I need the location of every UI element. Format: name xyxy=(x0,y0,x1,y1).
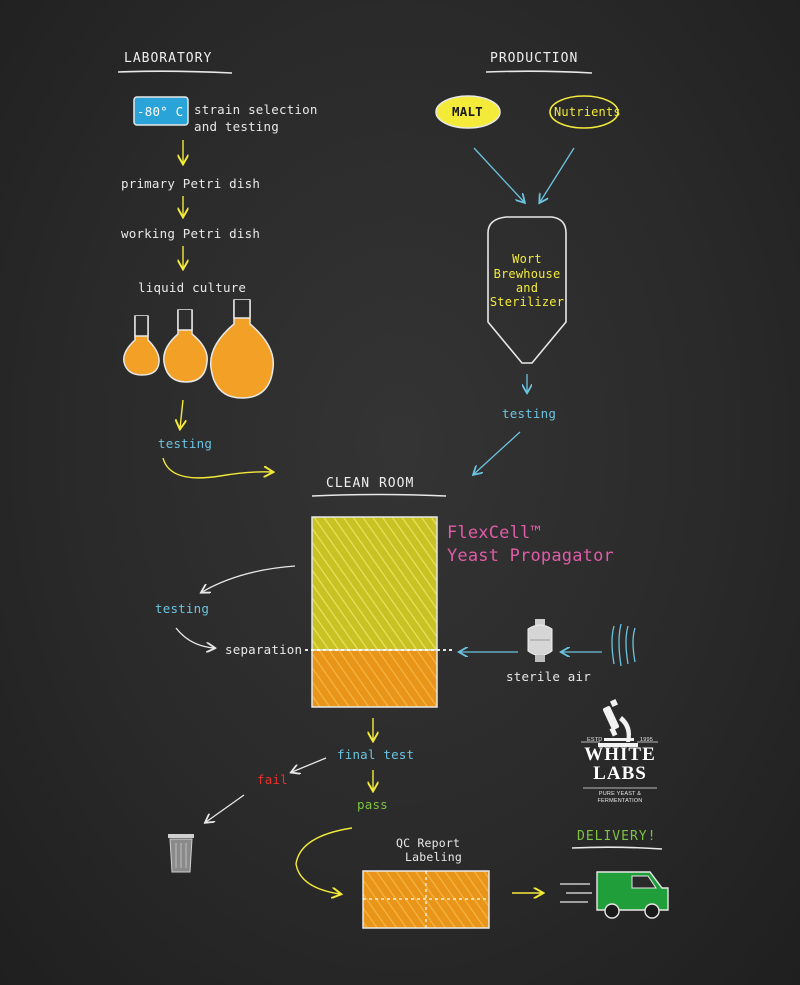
malt-oval xyxy=(435,95,501,129)
laboratory-underline xyxy=(117,70,233,74)
liquid-culture-label: liquid culture xyxy=(138,280,247,295)
malt-label: MALT xyxy=(452,104,483,119)
brewhouse-tank xyxy=(487,216,567,364)
production-underline xyxy=(485,70,593,74)
delivery-underline xyxy=(571,846,663,850)
labeling-label: Labeling xyxy=(405,850,462,864)
logo-estd: ESTD xyxy=(587,737,603,743)
separation-label: separation xyxy=(225,642,303,657)
arrow-testing-to-separation xyxy=(175,627,214,648)
freezer-temperature: -80° C xyxy=(137,104,184,119)
arrow-prod-testing-to-cleanroom xyxy=(474,431,521,474)
logo-white: WHITE xyxy=(584,744,656,765)
sterile-air-label: sterile air xyxy=(506,669,591,684)
cleanroom-testing-label: testing xyxy=(155,601,210,616)
qc-report-label: QC Report xyxy=(396,836,461,850)
propagator-base-section xyxy=(311,649,438,708)
microscope-icon xyxy=(598,699,638,747)
air-filter-icon xyxy=(527,619,553,662)
final-test-label: final test xyxy=(337,747,415,762)
arrow-pass-to-packaging xyxy=(295,827,353,894)
flask-small xyxy=(122,315,160,376)
arrow-flasks-to-testing xyxy=(180,399,183,428)
arrow-malt-to-tank xyxy=(473,147,524,202)
flask-large xyxy=(209,299,275,399)
tank-label-line4: Sterilizer xyxy=(489,295,565,309)
working-petri-dish-label: working Petri dish xyxy=(121,226,261,241)
airflow-icon xyxy=(611,623,636,667)
propagator-yeast-section xyxy=(311,516,438,651)
logo-year: 1995 xyxy=(640,737,654,743)
tank-label-line2: Brewhouse xyxy=(493,267,561,281)
arrow-nutrients-to-tank xyxy=(540,147,575,202)
strain-selection-line1: strain selection xyxy=(194,102,318,117)
logo-tagline2: FERMENTATION xyxy=(597,798,643,804)
logo-tagline1: PURE YEAST & xyxy=(598,791,642,797)
primary-petri-dish-label: primary Petri dish xyxy=(121,176,261,191)
tank-label-line1: Wort xyxy=(512,252,542,266)
strain-selection-line2: and testing xyxy=(194,119,279,134)
tank-label-line3: and xyxy=(515,281,539,295)
arrow-fail-to-trash xyxy=(206,794,245,822)
fail-label: fail xyxy=(257,772,288,787)
clean-room-heading: CLEAN ROOM xyxy=(326,476,415,491)
laboratory-heading: LABORATORY xyxy=(124,51,213,66)
pass-label: pass xyxy=(357,797,388,812)
propagator-title-line2: Yeast Propagator xyxy=(447,546,614,566)
nutrients-label: Nutrients xyxy=(554,105,621,119)
delivery-heading: DELIVERY! xyxy=(577,829,657,844)
production-heading: PRODUCTION xyxy=(490,51,579,66)
delivery-truck-icon xyxy=(560,871,669,919)
flask-medium xyxy=(163,309,208,383)
clean-room-underline xyxy=(311,493,447,497)
production-testing-label: testing xyxy=(502,406,557,421)
propagator-title-line1: FlexCell™ xyxy=(447,523,541,543)
arrow-final-test-to-fail xyxy=(292,757,327,772)
arrow-propagator-to-testing xyxy=(202,565,296,592)
lab-testing-label: testing xyxy=(158,436,213,451)
arrow-lab-testing-to-cleanroom xyxy=(162,457,272,479)
trash-can-icon xyxy=(168,834,194,873)
freezer-badge xyxy=(133,96,189,126)
nutrients-oval xyxy=(549,95,619,129)
logo-labs: LABS xyxy=(593,763,647,784)
